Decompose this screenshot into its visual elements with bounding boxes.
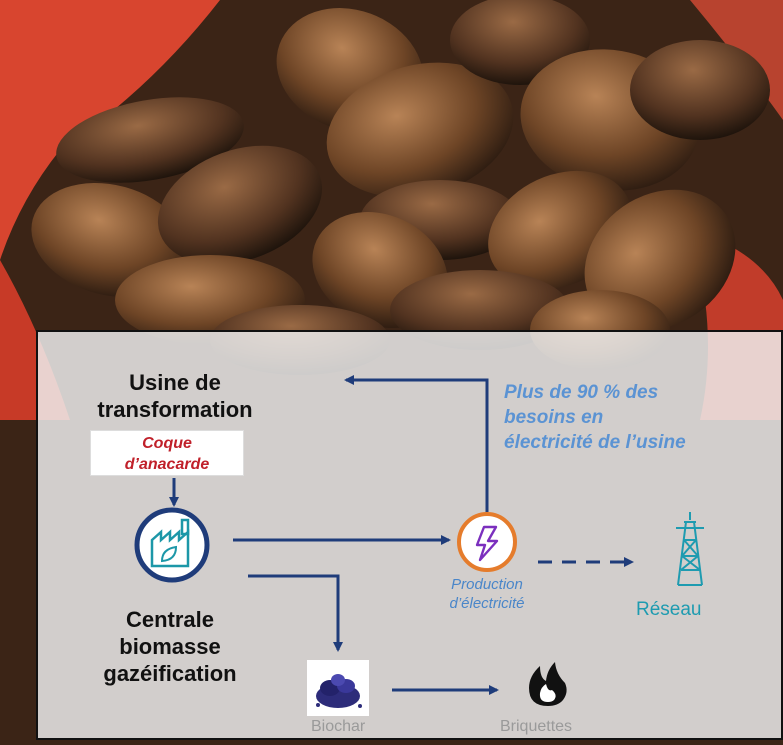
grid-label: Réseau (636, 599, 702, 621)
plant-label: Usine de transformation (95, 369, 255, 423)
power-pylon-icon (676, 512, 704, 585)
arrow-return-to-plant (346, 380, 487, 512)
electricity-share-note: Plus de 90 % des besoins en électricité … (504, 380, 686, 455)
gasifier-label: Centrale biomasse gazéification (70, 606, 270, 687)
briquettes-label: Briquettes (500, 718, 572, 736)
shell-tag: Coque d’anacarde (90, 430, 244, 476)
electricity-label: Production d’électricité (412, 575, 562, 613)
flame-icon (529, 662, 567, 706)
factory-leaf-icon (137, 510, 207, 580)
lightning-icon (459, 514, 515, 570)
biochar-pile-icon (307, 660, 369, 716)
shell-label: Coque d’anacarde (91, 431, 243, 475)
biochar-label: Biochar (311, 718, 365, 736)
